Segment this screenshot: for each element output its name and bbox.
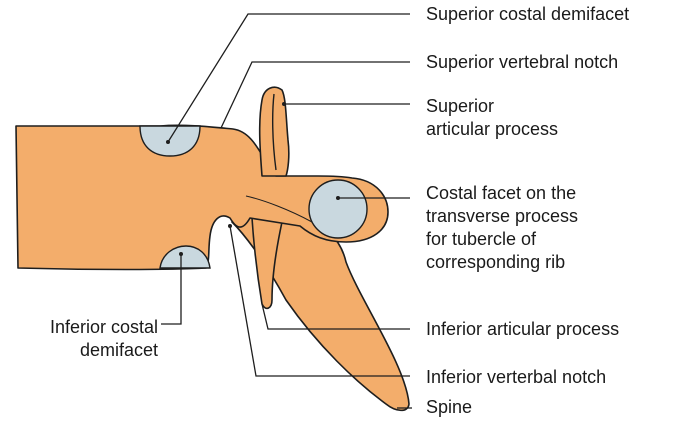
label-superior-costal-demifacet: Superior costal demifacet (426, 3, 629, 26)
label-inferior-vertebral-notch: Inferior verterbal notch (426, 366, 606, 389)
label-line: articular process (426, 118, 558, 141)
label-spine: Spine (426, 396, 472, 419)
dot-superior-articular-process (282, 102, 286, 106)
label-line: for tubercle of (426, 228, 578, 251)
label-costal-facet-transverse: Costal facet on the transverse process f… (426, 182, 578, 274)
label-superior-vertebral-notch: Superior vertebral notch (426, 51, 618, 74)
label-line: Inferior costal (10, 316, 158, 339)
label-line: demifacet (10, 339, 158, 362)
dot-costal-facet-transverse (336, 196, 340, 200)
label-inferior-articular-process: Inferior articular process (426, 318, 619, 341)
label-line: Costal facet on the (426, 182, 578, 205)
dot-inferior-vertebral-notch (228, 224, 232, 228)
label-inferior-costal-demifacet: Inferior costal demifacet (10, 316, 158, 362)
costal-facet-transverse (309, 180, 367, 238)
leader-superior-vertebral-notch (221, 62, 410, 128)
label-line: Superior (426, 95, 558, 118)
dot-inferior-costal-demifacet (179, 252, 183, 256)
leader-superior-costal-demifacet (168, 14, 410, 142)
superior-articular-process (260, 87, 289, 176)
dot-superior-costal-demifacet (166, 140, 170, 144)
label-line: transverse process (426, 205, 578, 228)
label-line: corresponding rib (426, 251, 578, 274)
label-superior-articular-process: Superior articular process (426, 95, 558, 141)
